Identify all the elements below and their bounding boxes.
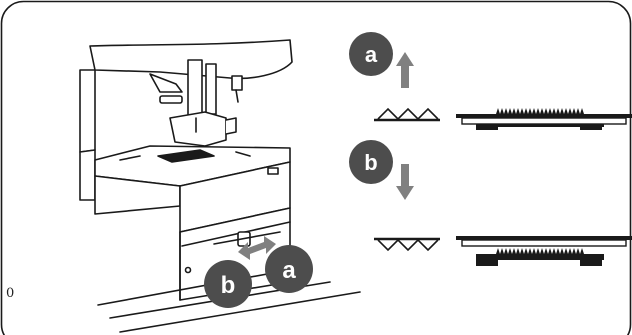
- badge-a-slider-label: a: [282, 257, 296, 284]
- feed-dog-bar-a: [484, 124, 604, 127]
- badge-a-label: a: [365, 42, 378, 67]
- base-screw: [184, 266, 192, 274]
- sewing-machine-illustration: [79, 39, 361, 333]
- needle-bar: [187, 59, 203, 119]
- machine-body-side: [79, 149, 96, 201]
- badge-a: a: [349, 32, 393, 76]
- arrow-down-icon: [396, 164, 414, 200]
- feed-teeth-raised-symbol: [377, 107, 439, 121]
- needle-clamp-knob: [159, 95, 183, 104]
- presser-foot-lever: [225, 117, 237, 135]
- plate-marking: [119, 151, 251, 161]
- badge-b-slider: b: [204, 260, 252, 308]
- feed-dog-foot-left-b: [476, 254, 498, 266]
- feed-dog-foot-right-b: [580, 254, 602, 266]
- badge-b-label: b: [364, 150, 377, 175]
- feed-dog-foot-left-a: [476, 124, 498, 130]
- double-arrow-icon: [238, 236, 276, 260]
- side-port: [267, 167, 279, 175]
- margin-mark: 0: [6, 286, 15, 301]
- feed-dog-section-raised: [456, 108, 632, 130]
- base-rail: [181, 221, 291, 247]
- plate-top-b: [456, 236, 632, 240]
- slide-direction-arrow: [238, 236, 276, 260]
- position-a-panel: a: [349, 32, 632, 130]
- feed-dog-teeth-raised: [496, 108, 584, 114]
- plate-top-a: [456, 114, 632, 118]
- side-bracket-hook: [235, 89, 239, 103]
- feed-dog-bar-b: [484, 254, 604, 260]
- presser-bar: [205, 63, 217, 115]
- badge-b: b: [349, 140, 393, 184]
- feed-teeth-lowered-symbol: [377, 238, 439, 252]
- plate-under-a: [461, 117, 627, 125]
- thread-guide: [149, 73, 183, 93]
- machine-body-left: [79, 69, 96, 153]
- feed-dog-foot-right-a: [580, 124, 602, 130]
- feed-dog-teeth-lowered: [496, 248, 584, 254]
- plate-under-b: [461, 239, 627, 247]
- side-bracket: [231, 75, 243, 91]
- position-b-panel: b: [349, 140, 632, 266]
- badge-a-slider: a: [265, 245, 313, 293]
- slider-slot: [213, 231, 281, 245]
- arrow-up-icon: [396, 52, 414, 88]
- presser-foot: [169, 111, 227, 147]
- needle-plate-slot: [157, 149, 215, 163]
- badge-b-slider-label: b: [221, 272, 236, 299]
- feed-dog-section-lowered: [456, 236, 632, 266]
